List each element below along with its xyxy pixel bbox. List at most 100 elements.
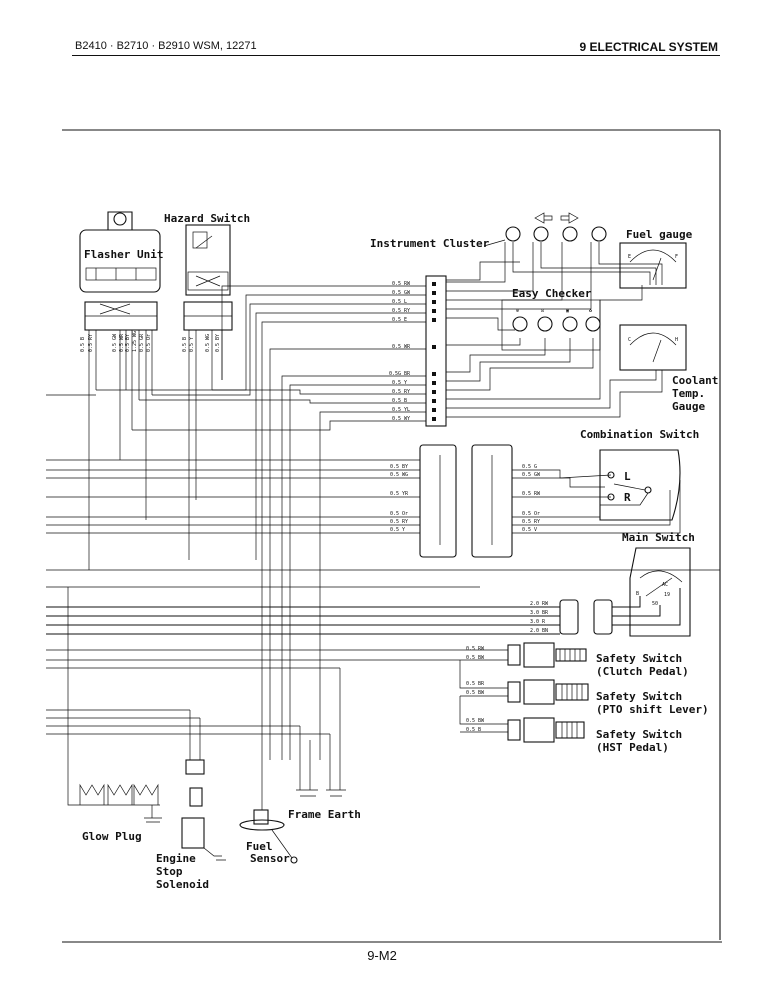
long-harness <box>46 394 720 735</box>
svg-text:0.5 RY: 0.5 RY <box>522 519 540 525</box>
ms-B: B <box>636 591 639 597</box>
svg-text:0.5 WR: 0.5 WR <box>119 333 125 352</box>
svg-text:0.5 GR: 0.5 GR <box>139 333 145 352</box>
main-wire-tags: 2.0 RW 3.0 BR 3.0 R 2.0 BN <box>530 601 549 634</box>
svg-text:0.5 E: 0.5 E <box>392 317 407 323</box>
safety-clutch-label-2: (Clutch Pedal) <box>596 665 689 678</box>
svg-text:0.5 Or: 0.5 Or <box>390 511 408 517</box>
safety-hst-label-2: (HST Pedal) <box>596 741 669 754</box>
flasher-wire-tags: 0.5 B 0.5 RY 0.5 GW 0.5 WR 0.5 BY 1.25 W… <box>80 331 221 352</box>
combination-switch: L R <box>419 444 681 558</box>
fuel-sensor-label-2: Sensor <box>250 852 290 865</box>
flasher-unit-label: Flasher Unit <box>84 248 163 261</box>
svg-text:0.5 BW: 0.5 BW <box>466 655 485 661</box>
frame-earth <box>296 668 346 797</box>
svg-text:0.5 Y: 0.5 Y <box>392 380 407 386</box>
cluster-connector <box>425 275 447 427</box>
engine-stop-solenoid <box>181 710 226 861</box>
svg-text:0.5 RY: 0.5 RY <box>390 519 408 525</box>
frame-earth-label: Frame Earth <box>288 808 361 821</box>
svg-text:C: C <box>628 337 631 343</box>
combination-switch-label: Combination Switch <box>580 428 699 441</box>
safety-hst-label-1: Safety Switch <box>596 728 682 741</box>
fuel-gauge-label: Fuel gauge <box>626 228 693 241</box>
svg-text:✿: ✿ <box>589 308 592 314</box>
svg-text:E: E <box>628 254 631 260</box>
svg-text:3.0 R: 3.0 R <box>530 619 546 625</box>
main-harness <box>46 588 681 635</box>
easy-checker-label: Easy Checker <box>512 287 592 300</box>
header-model: B2410 · B2710 · B2910 WSM, 12271 <box>75 40 257 52</box>
safety-pto-label-1: Safety Switch <box>596 690 682 703</box>
svg-text:0.5 RW: 0.5 RW <box>522 491 541 497</box>
fuel-gauge: E F <box>619 242 687 289</box>
svg-text:2.0 BN: 2.0 BN <box>530 628 548 634</box>
svg-text:⊡: ⊡ <box>541 308 544 314</box>
cluster-harness <box>96 242 663 760</box>
coolant-label-2: Temp. <box>672 387 705 400</box>
svg-text:2.0 RW: 2.0 RW <box>530 601 549 607</box>
glow-plug <box>67 587 162 823</box>
hazard-switch <box>183 224 233 331</box>
svg-text:0.5 GW: 0.5 GW <box>522 472 541 478</box>
safety-switch-clutch <box>507 642 587 668</box>
svg-text:0.5 YL: 0.5 YL <box>392 407 410 413</box>
svg-text:0.5 B: 0.5 B <box>392 398 407 404</box>
main-switch: AC 19 50 B <box>559 547 691 637</box>
safety-wire-tags: 0.5 RW 0.5 BW 0.5 BR 0.5 BW 0.5 BW 0.5 B <box>466 646 485 733</box>
svg-text:0.5 RY: 0.5 RY <box>392 389 410 395</box>
svg-text:▣: ▣ <box>566 308 569 314</box>
svg-text:0.5 WG: 0.5 WG <box>390 472 408 478</box>
svg-text:0.5 Or: 0.5 Or <box>522 511 540 517</box>
svg-text:0.5 RW: 0.5 RW <box>392 281 411 287</box>
svg-text:0.5 WG: 0.5 WG <box>205 334 211 352</box>
svg-text:0.5 WR: 0.5 WR <box>392 344 411 350</box>
svg-text:0.5 RY: 0.5 RY <box>88 334 94 352</box>
engine-label-3: Solenoid <box>156 878 209 891</box>
safety-switch-pto <box>507 679 589 705</box>
main-switch-label: Main Switch <box>622 531 695 544</box>
safety-switch-hst <box>507 717 585 743</box>
svg-text:0.5 Y: 0.5 Y <box>390 527 405 533</box>
svg-text:0.5G BR: 0.5G BR <box>389 371 411 377</box>
svg-text:0.5 G: 0.5 G <box>522 464 537 470</box>
svg-text:0.5 B: 0.5 B <box>466 727 481 733</box>
fuel-sensor <box>239 760 298 864</box>
combo-wire-tags: 0.5 BY 0.5 WG 0.5 YR 0.5 Or 0.5 RY 0.5 Y… <box>390 464 541 533</box>
svg-text:0.5 BW: 0.5 BW <box>466 718 485 724</box>
safety-harness <box>459 649 508 733</box>
svg-text:0.5 YR: 0.5 YR <box>390 491 409 497</box>
svg-text:0.5 L: 0.5 L <box>392 299 407 305</box>
coolant-temp-gauge: C H <box>619 324 687 371</box>
combo-R: R <box>624 491 631 504</box>
svg-text:0.5 BR: 0.5 BR <box>466 681 485 687</box>
svg-text:0.5 Y: 0.5 Y <box>189 337 195 352</box>
flasher-hazard-leads <box>88 330 223 570</box>
svg-text:0.5 GW: 0.5 GW <box>112 333 118 352</box>
cluster-wire-tags: 0.5 RW 0.5 GW 0.5 L 0.5 RY 0.5 E 0.5 WR … <box>389 281 411 422</box>
svg-text:0.5 V: 0.5 V <box>522 527 537 533</box>
safety-pto-label-2: (PTO shift Lever) <box>596 703 709 716</box>
svg-text:0.5 GW: 0.5 GW <box>392 290 411 296</box>
header-section: 9 ELECTRICAL SYSTEM <box>579 40 718 54</box>
instrument-cluster-label: Instrument Cluster <box>370 237 490 250</box>
svg-text:0.5 RY: 0.5 RY <box>392 308 410 314</box>
fuel-sensor-label-1: Fuel <box>246 840 273 853</box>
svg-text:0.5 Or: 0.5 Or <box>146 334 152 352</box>
cluster-lamps <box>505 212 607 242</box>
svg-text:0.5 RW: 0.5 RW <box>466 646 485 652</box>
ms-AC: AC <box>662 582 668 588</box>
header-rule <box>72 55 720 56</box>
combo-L: L <box>624 470 631 483</box>
svg-text:0.5 WY: 0.5 WY <box>392 416 410 422</box>
safety-clutch-label-1: Safety Switch <box>596 652 682 665</box>
ms-50: 50 <box>652 601 658 607</box>
ms-19: 19 <box>664 592 670 598</box>
svg-text:3.0 BR: 3.0 BR <box>530 610 549 616</box>
page-number: 9-M2 <box>367 948 397 963</box>
svg-text:1.25 WG: 1.25 WG <box>132 331 138 352</box>
svg-text:F: F <box>675 254 678 260</box>
hazard-switch-label: Hazard Switch <box>164 212 250 225</box>
engine-label-2: Stop <box>156 865 183 878</box>
